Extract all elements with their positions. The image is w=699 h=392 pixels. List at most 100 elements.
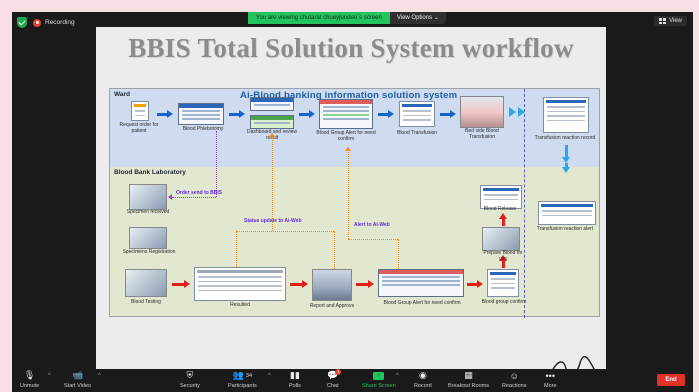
breakout-rooms-button[interactable]: ▦ Breakout Rooms [448, 369, 489, 392]
view-options-button[interactable]: View Options ⌄ [389, 12, 446, 24]
end-meeting-button[interactable]: End [657, 374, 685, 386]
flow-arrow [229, 110, 245, 118]
meeting-toolbar: 🎙 Unmute ^ 📹 Start Video ^ ⛨ Security 👥3… [12, 369, 693, 392]
reactions-label: Reactions [502, 383, 527, 389]
blood-group-alert-screen [319, 99, 373, 129]
grid-view-icon [659, 18, 667, 24]
view-layout-button[interactable]: View [654, 16, 687, 26]
slide-title: BBIS Total Solution System workflow [128, 33, 574, 63]
record-label: Record [414, 383, 432, 389]
step-blood-group-alert-ward: Blood Group Alert for need confirm [316, 130, 376, 142]
video-options-caret[interactable]: ^ [98, 373, 101, 379]
status-update-line [236, 231, 237, 267]
transfusion-reaction-record-doc [543, 97, 589, 133]
smiley-icon: ☺ [509, 370, 519, 381]
reactions-button[interactable]: ☺ Reactions [502, 369, 526, 392]
blood-release-doc [480, 185, 522, 209]
top-left-status: Recording [17, 17, 75, 28]
chat-icon: 💬1 [327, 369, 342, 380]
blood-group-alert-lab-screen [378, 269, 464, 297]
microphone-muted-icon: 🎙 [23, 370, 36, 380]
start-video-button[interactable]: 📹 Start Video [64, 369, 91, 392]
step-report-approve: Report and Approve [309, 303, 355, 309]
participants-count: 34 [245, 372, 253, 379]
step-dashboard-review: Dashboard and review result [246, 129, 298, 141]
share-screen-button[interactable]: ↑ Share Screen [362, 369, 396, 392]
unmute-button[interactable]: 🎙 Unmute [20, 369, 39, 392]
participants-button[interactable]: 👥34 Participants [228, 369, 257, 392]
status-update-line-v2 [334, 231, 335, 269]
participants-label: Participants [228, 383, 257, 389]
order-send-line [172, 197, 216, 198]
step-request-order: Request order for patient [119, 122, 159, 134]
chat-badge: 1 [335, 369, 342, 375]
blood-testing-photo [125, 269, 167, 297]
security-shield-icon[interactable] [17, 17, 27, 28]
specimens-registration-photo [129, 227, 167, 249]
step-specimen-received: Specimen received [126, 209, 170, 215]
step-phlebotomy: Blood Phlebotomy [182, 126, 224, 132]
audio-options-caret[interactable]: ^ [48, 373, 51, 379]
step-bedside-transfusion: Bed side Blood Transfusion [465, 128, 499, 140]
step-specimens-registration: Specimens Registration [122, 249, 176, 255]
chevron-right-icon [518, 107, 525, 117]
breakout-rooms-icon: ▦ [464, 370, 473, 380]
record-button[interactable]: ◉ Record [414, 369, 432, 392]
more-button[interactable]: ••• More [544, 369, 557, 392]
flow-arrow [467, 280, 483, 288]
record-icon: ◉ [418, 370, 427, 380]
more-label: More [544, 383, 557, 389]
share-options-caret[interactable]: ^ [396, 373, 399, 379]
security-label: Security [180, 383, 200, 389]
participants-options-caret[interactable]: ^ [268, 373, 271, 379]
chevron-down-icon: ⌄ [433, 15, 439, 21]
phlebotomy-screen [178, 103, 224, 125]
flow-label-status-update: Status update to Ai-Web [244, 218, 302, 224]
step-blood-transfusion: Blood Transfusion [396, 130, 438, 136]
flow-arrow-down [562, 163, 570, 173]
shield-icon: ⛨ [186, 370, 194, 380]
step-blood-group-confirm: Blood group confirm [481, 299, 527, 305]
section-divider [524, 89, 525, 318]
share-screen-label: Share Screen [362, 383, 396, 389]
polls-label: Polls [289, 383, 301, 389]
status-update-line-up [272, 135, 273, 231]
step-blood-group-alert-lab: Blood Group Alert for need confirm [383, 300, 461, 306]
flow-arrow-down [562, 145, 570, 163]
request-order-doc [131, 101, 149, 121]
viewing-screen-text: You are viewing chutarat chueyjundee`s s… [248, 12, 390, 24]
participants-icon: 👥34 [232, 370, 253, 380]
bar-chart-icon: ▮▮ [290, 370, 300, 380]
view-options-label: View Options [396, 15, 433, 21]
blood-transfusion-doc [399, 101, 435, 127]
shared-screen: BBIS Total Solution System workflow Ward… [96, 27, 606, 382]
transfusion-reaction-alert-doc [538, 201, 596, 225]
review-result-screen [250, 115, 294, 129]
arrow-up-icon [269, 133, 275, 137]
step-blood-testing: Blood Testing [131, 299, 161, 305]
recording-icon [33, 18, 41, 27]
chat-button[interactable]: 💬1 Chat [327, 369, 342, 392]
step-prepare-blood: Prepare Blood for use [483, 250, 523, 262]
zoom-meeting-window: Recording You are viewing chutarat chuey… [12, 12, 693, 392]
step-resulted: Resulted [230, 302, 250, 308]
flow-label-order-send: Order send to BBIS [176, 190, 223, 196]
chat-label: Chat [327, 383, 339, 389]
video-off-icon: 📹 [71, 370, 84, 380]
prepare-blood-photo [482, 227, 520, 251]
flow-label-alert: Alert to Ai-Web [354, 222, 390, 228]
recording-indicator[interactable]: Recording [33, 18, 75, 27]
flow-arrow [290, 280, 308, 288]
polls-button[interactable]: ▮▮ Polls [289, 369, 301, 392]
ward-label: Ward [114, 91, 131, 98]
screen-share-banner: You are viewing chutarat chueyjundee`s s… [248, 12, 446, 24]
recording-label: Recording [45, 19, 75, 26]
flow-arrow-up [499, 213, 507, 226]
step-transfusion-reaction-record: Transfusion reaction record [534, 135, 596, 141]
chevron-right-icon [509, 107, 516, 117]
dashboard-screen [250, 97, 294, 111]
flow-arrow [172, 280, 190, 288]
workflow-diagram: Ward Blood Bank Laboratory Ai-Blood bank… [109, 88, 600, 318]
security-button[interactable]: ⛨ Security [180, 369, 200, 392]
lab-label: Blood Bank Laboratory [114, 169, 186, 176]
